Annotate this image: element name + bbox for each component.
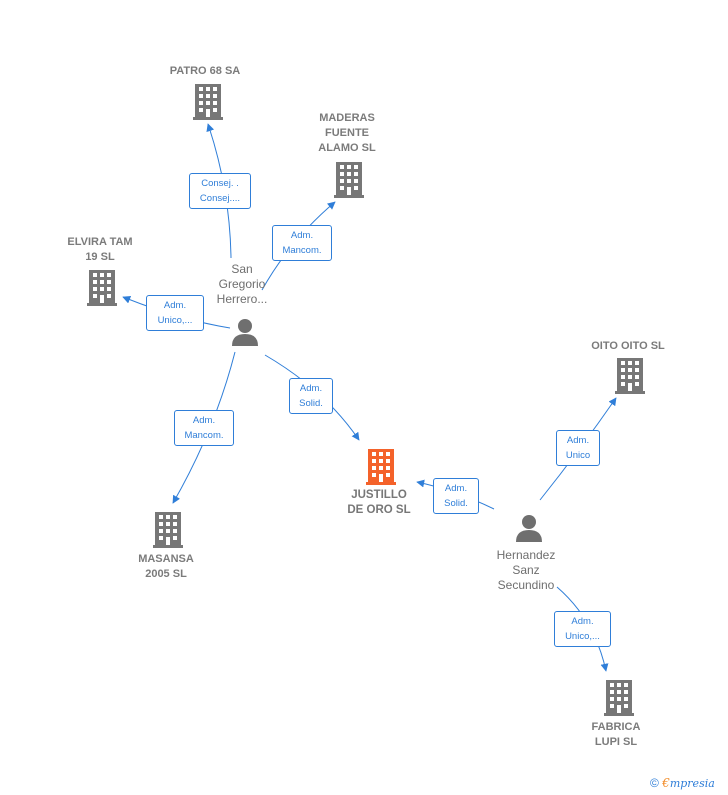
edge-label-elvira[interactable]: Adm. Unico,... bbox=[146, 295, 204, 331]
person-icon[interactable] bbox=[515, 514, 543, 542]
edge-label-patro[interactable]: Consej. . Consej.... bbox=[189, 173, 251, 209]
edge-label-oito[interactable]: Adm. Unico bbox=[556, 430, 600, 466]
main-building-icon[interactable] bbox=[366, 449, 396, 485]
building-icon[interactable] bbox=[615, 358, 645, 394]
person-name-sangregorio: San Gregorio Herrero... bbox=[216, 262, 268, 306]
company-name-fabrica: FABRICA LUPI SL bbox=[591, 721, 641, 748]
copyright-icon: © bbox=[650, 776, 659, 790]
edge-label-maderas[interactable]: Adm. Mancom. bbox=[272, 225, 332, 261]
edge-label-justillo-sangregorio[interactable]: Adm. Solid. bbox=[289, 378, 333, 414]
building-icon[interactable] bbox=[153, 512, 183, 548]
building-icon[interactable] bbox=[334, 162, 364, 198]
company-name-patro: PATRO 68 SA bbox=[169, 65, 241, 77]
company-name-elvira: ELVIRA TAM 19 SL bbox=[67, 236, 133, 263]
empresia-watermark: © €mpresia bbox=[650, 776, 715, 790]
brand-name: mpresia bbox=[669, 777, 715, 790]
building-icon[interactable] bbox=[604, 680, 634, 716]
company-name-justillo: JUSTILLO DE ORO SL bbox=[347, 489, 411, 516]
brand-mark: € bbox=[662, 776, 670, 790]
company-name-maderas: MADERAS FUENTE ALAMO SL bbox=[318, 112, 376, 154]
building-icon[interactable] bbox=[87, 270, 117, 306]
person-icon[interactable] bbox=[231, 318, 259, 346]
edge-label-fabrica[interactable]: Adm. Unico,... bbox=[554, 611, 611, 647]
building-icon[interactable] bbox=[193, 84, 223, 120]
company-name-oito: OITO OITO SL bbox=[591, 340, 665, 352]
company-name-masansa: MASANSA 2005 SL bbox=[138, 553, 194, 580]
person-name-hernandez: Hernandez Sanz Secundino bbox=[496, 548, 556, 592]
edge-label-masansa[interactable]: Adm. Mancom. bbox=[174, 410, 234, 446]
edge-label-justillo-hernandez[interactable]: Adm. Solid. bbox=[433, 478, 479, 514]
